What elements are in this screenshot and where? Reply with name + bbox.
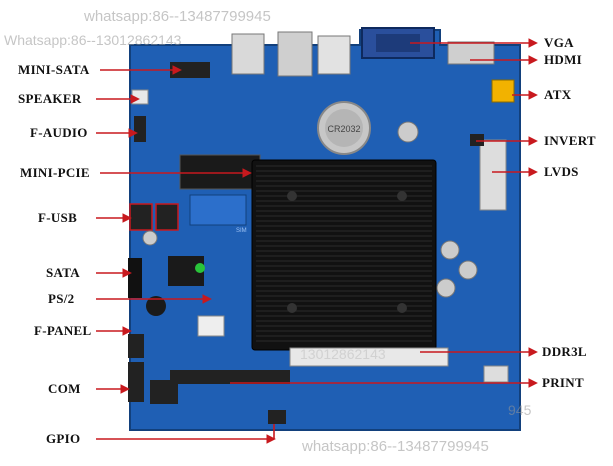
sim-text: SIM	[236, 228, 247, 234]
gpio-header	[268, 410, 286, 424]
ps2-connector	[197, 315, 225, 337]
invert-connector	[470, 134, 484, 146]
buzzer	[146, 296, 166, 316]
label-f-audio: F-AUDIO	[30, 125, 88, 140]
label-print: PRINT	[542, 375, 584, 390]
label-invert: INVERT	[544, 133, 596, 148]
f-usb-header-1	[129, 203, 153, 231]
f-panel-header	[128, 334, 144, 358]
label-vga: VGA	[544, 35, 574, 50]
label-ps2: PS/2	[48, 291, 75, 306]
label-com: COM	[48, 381, 81, 396]
com-header-1	[128, 362, 144, 402]
ddr-slot	[289, 347, 449, 367]
label-f-usb: F-USB	[38, 210, 78, 225]
sata-connector	[128, 258, 142, 298]
f-usb-header-2	[155, 203, 179, 231]
label-sata: SATA	[46, 265, 80, 280]
label-lvds: LVDS	[544, 164, 579, 179]
atx-connector	[491, 79, 515, 103]
label-hdmi: HDMI	[544, 52, 583, 67]
label-mini-sata: MINI-SATA	[18, 62, 90, 77]
print-header	[170, 370, 290, 384]
label-speaker: SPEAKER	[18, 91, 82, 106]
label-gpio: GPIO	[46, 431, 81, 446]
label-mini-pcie: MINI-PCIE	[20, 165, 90, 180]
hdmi-connector	[447, 41, 495, 65]
lan-port-1	[231, 33, 265, 75]
f-audio-header	[134, 116, 146, 142]
lvds-connector	[479, 139, 507, 211]
label-ddr3l: DDR3L	[542, 344, 587, 359]
label-atx: ATX	[544, 87, 572, 102]
label-f-panel: F-PANEL	[34, 323, 92, 338]
speaker-header	[131, 89, 149, 105]
mini-pcie-slot	[179, 154, 261, 190]
lan-port-2	[277, 31, 313, 77]
usb-port-top	[317, 35, 351, 75]
battery-text: CR2032	[327, 124, 360, 134]
